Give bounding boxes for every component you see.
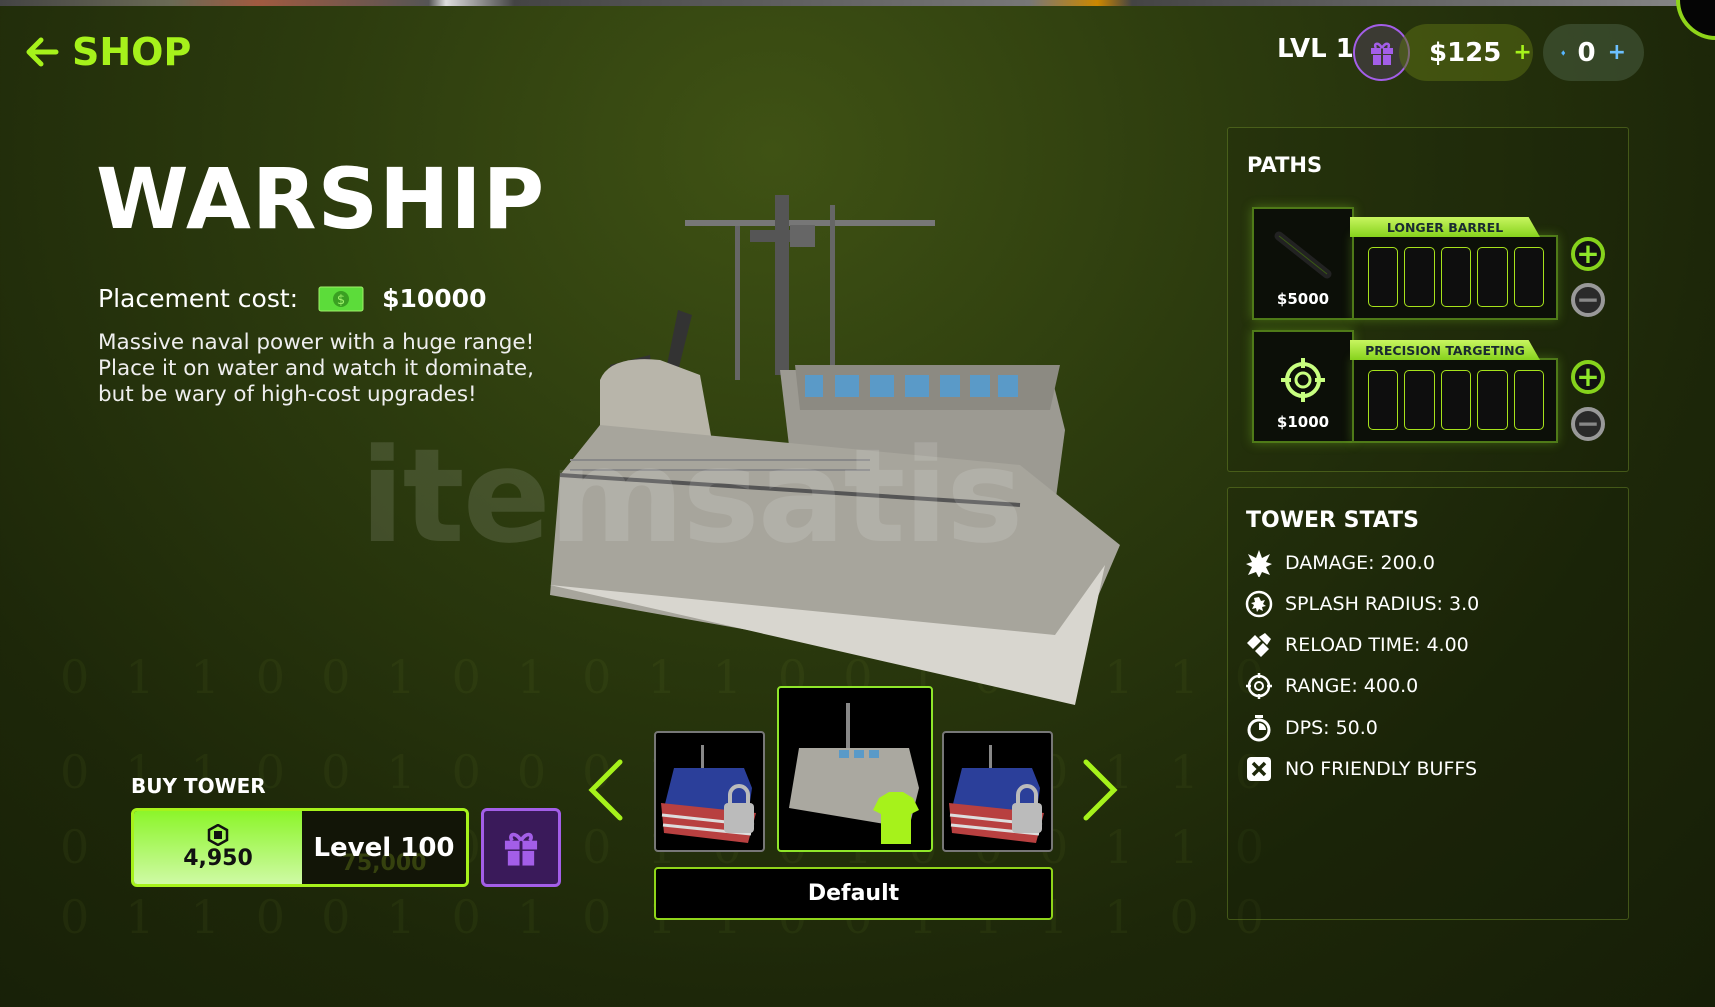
prev-skin-arrow[interactable] — [588, 758, 624, 822]
skin-thumbnail-locked[interactable] — [654, 731, 765, 852]
lock-icon — [1012, 803, 1042, 833]
stat-text: SPLASH RADIUS: 3.0 — [1285, 593, 1480, 615]
next-skin-arrow[interactable] — [1082, 758, 1118, 822]
upgrade-slot — [1368, 247, 1399, 307]
placement-label: Placement cost: — [98, 284, 299, 313]
path-card-precision-targeting: $1000 PRECISION TARGETING — [1252, 330, 1558, 443]
level-requirement: Level 100 — [313, 832, 455, 863]
buy-robux-option[interactable]: 4,950 — [134, 811, 302, 884]
back-label: SHOP — [72, 30, 192, 74]
barrel-icon — [1274, 231, 1332, 279]
tower-name: WARSHIP — [96, 150, 546, 248]
path-2-remove-button[interactable]: − — [1571, 407, 1605, 441]
upgrade-slot — [1440, 370, 1472, 430]
explosion-icon — [1246, 550, 1272, 577]
watermark: itemsatis — [360, 420, 1024, 572]
path-name: LONGER BARREL — [1350, 217, 1540, 237]
x-box-icon — [1247, 757, 1271, 781]
gift-tower-button[interactable] — [481, 808, 561, 887]
upgrade-slot — [1513, 370, 1545, 430]
path-2-add-button[interactable]: + — [1571, 360, 1605, 394]
stat-damage: DAMAGE: 200.0 — [1245, 549, 1435, 577]
stat-splash-radius: SPLASH RADIUS: 3.0 — [1245, 590, 1479, 618]
tower-stats-title: TOWER STATS — [1246, 508, 1419, 533]
stat-reload-time: RELOAD TIME: 4.00 — [1245, 631, 1469, 659]
skin-thumbnail-selected[interactable] — [777, 686, 933, 852]
stat-text: DPS: 50.0 — [1285, 717, 1378, 739]
arrow-left-icon — [26, 37, 59, 67]
paths-title: PATHS — [1247, 153, 1323, 177]
upgrade-slot — [1513, 247, 1545, 307]
robux-icon — [207, 824, 229, 846]
placement-cost-value: $10000 — [382, 284, 487, 313]
stat-text: DAMAGE: 200.0 — [1285, 552, 1435, 574]
buy-tower-label: BUY TOWER — [131, 774, 266, 798]
upgrade-slot — [1440, 247, 1472, 307]
buy-coins-option[interactable]: 75,000 Level 100 — [302, 811, 466, 884]
upgrade-slot — [1368, 370, 1399, 430]
warship-model[interactable] — [540, 195, 1140, 715]
corner-close-button[interactable] — [1676, 0, 1715, 40]
tower-stats-panel — [1227, 487, 1629, 920]
stat-text: RANGE: 400.0 — [1285, 675, 1419, 697]
splash-icon — [1245, 590, 1273, 618]
stat-range: RANGE: 400.0 — [1245, 672, 1418, 700]
skin-thumbnail-locked[interactable] — [942, 731, 1053, 852]
path-upgrade-icon[interactable]: $5000 — [1252, 207, 1354, 320]
path-1-add-button[interactable]: + — [1571, 237, 1605, 271]
path-cost: $1000 — [1276, 413, 1330, 431]
robux-price: 4,950 — [183, 846, 253, 871]
path-cost: $5000 — [1276, 290, 1330, 308]
shirt-icon — [873, 792, 919, 844]
path-upgrade-icon[interactable]: $1000 — [1252, 330, 1354, 443]
stat-friendly-buffs: NO FRIENDLY BUFFS — [1245, 755, 1477, 783]
crosshair-icon — [1281, 358, 1325, 402]
back-button[interactable]: SHOP — [24, 30, 191, 74]
description-line: Place it on water and watch it dominate, — [98, 356, 534, 381]
path-1-remove-button[interactable]: − — [1571, 283, 1605, 317]
upgrade-slot — [1477, 370, 1508, 430]
tower-description: Massive naval power with a huge range! P… — [98, 330, 578, 408]
stat-text: RELOAD TIME: 4.00 — [1285, 634, 1469, 656]
range-icon — [1246, 673, 1272, 699]
lock-icon — [724, 803, 754, 833]
upgrade-slot — [1404, 370, 1435, 430]
game-viewport-strip — [0, 0, 1715, 6]
stat-text: NO FRIENDLY BUFFS — [1285, 758, 1478, 780]
ammo-icon — [1247, 633, 1271, 657]
path-card-longer-barrel: $5000 LONGER BARREL — [1252, 207, 1558, 320]
path-name: PRECISION TARGETING — [1350, 340, 1540, 360]
coins-balance[interactable]: $125 + — [1399, 24, 1533, 81]
path-progress — [1352, 358, 1558, 443]
stopwatch-icon — [1247, 715, 1271, 742]
skin-name: Default — [654, 867, 1053, 920]
upgrade-slot — [1477, 247, 1508, 307]
add-coins-button[interactable]: + — [1513, 40, 1532, 65]
svg-text:$: $ — [337, 293, 345, 308]
placement-cost: Placement cost: $ $10000 — [98, 284, 486, 313]
description-line: Massive naval power with a huge range! — [98, 330, 535, 355]
description-line: but be wary of high-cost upgrades! — [98, 382, 477, 407]
coin-price: 75,000 — [341, 851, 427, 876]
stat-dps: DPS: 50.0 — [1245, 714, 1378, 742]
coins-amount: $125 — [1429, 37, 1502, 68]
path-progress — [1352, 235, 1558, 320]
cash-icon: $ — [318, 286, 364, 311]
gems-balance[interactable]: 0 + — [1543, 24, 1644, 81]
gift-icon — [1370, 42, 1393, 65]
add-gems-button[interactable]: + — [1607, 40, 1626, 65]
gems-amount: 0 — [1577, 37, 1596, 68]
buy-tower-button[interactable]: 4,950 75,000 Level 100 — [131, 808, 469, 887]
gem-icon — [1561, 49, 1566, 56]
player-level: LVL 1 — [1277, 34, 1354, 64]
gift-icon — [504, 832, 538, 866]
upgrade-slot — [1404, 247, 1435, 307]
